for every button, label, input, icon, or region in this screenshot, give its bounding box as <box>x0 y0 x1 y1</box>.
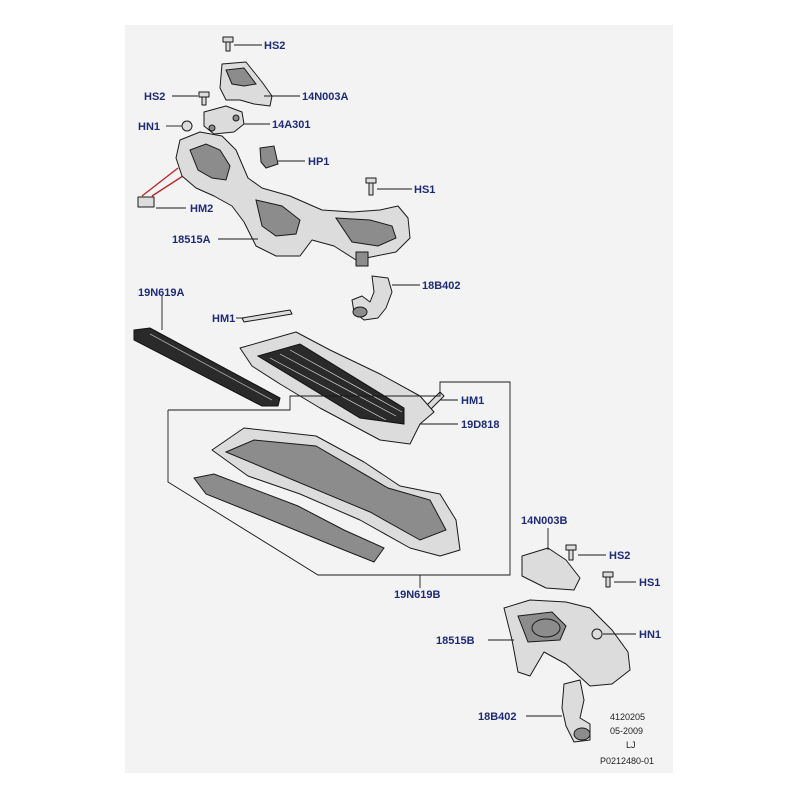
cowl-bracket-18515b <box>503 599 631 687</box>
bolt-hs2-top <box>222 36 234 52</box>
footer-ref: P0212480-01 <box>600 756 654 766</box>
lower-seal-strip <box>193 473 385 563</box>
footer-code: 4120205 <box>610 712 645 722</box>
callout-hs2-top: HS2 <box>264 40 285 52</box>
bolt-hs1-top <box>365 177 377 196</box>
plug-hp1 <box>259 145 279 169</box>
callout-18b402-top: 18B402 <box>422 280 461 292</box>
footer-date: 05-2009 <box>610 726 643 736</box>
callout-19n619a: 19N619A <box>138 287 185 299</box>
callout-hs1-bottom: HS1 <box>639 577 660 589</box>
bracket-14n003b <box>521 547 581 591</box>
bolt-hs2-mid <box>198 91 210 106</box>
seal-19n619a <box>133 327 281 407</box>
callout-hn1-bottom: HN1 <box>639 629 661 641</box>
nut-hn1-bottom <box>591 628 603 640</box>
footer-initials: LJ <box>626 740 636 750</box>
callout-hm1-right: HM1 <box>461 395 484 407</box>
clip-hm2 <box>137 196 155 208</box>
callout-hs2-mid: HS2 <box>144 91 165 103</box>
callout-14a301: 14A301 <box>272 119 311 131</box>
callout-hm2: HM2 <box>190 203 213 215</box>
callout-18b402-bottom: 18B402 <box>478 711 517 723</box>
bolt-hs2-bottom <box>565 544 577 561</box>
callout-hs1-top: HS1 <box>414 184 435 196</box>
callout-hm1-left: HM1 <box>212 313 235 325</box>
callout-14n003a: 14N003A <box>302 91 349 103</box>
callout-hn1-top: HN1 <box>138 121 160 133</box>
strip-hm1-left <box>241 309 293 323</box>
nut-hn1-top <box>181 120 193 132</box>
callout-18515a: 18515A <box>172 234 211 246</box>
callout-14n003b: 14N003B <box>521 515 568 527</box>
callout-19n619b: 19N619B <box>394 589 441 601</box>
callout-18515b: 18515B <box>436 635 475 647</box>
callout-hs2-bottom: HS2 <box>609 550 630 562</box>
bolt-hs1-bottom <box>602 571 614 588</box>
callout-hp1: HP1 <box>308 156 329 168</box>
callout-19d818: 19D818 <box>461 419 500 431</box>
